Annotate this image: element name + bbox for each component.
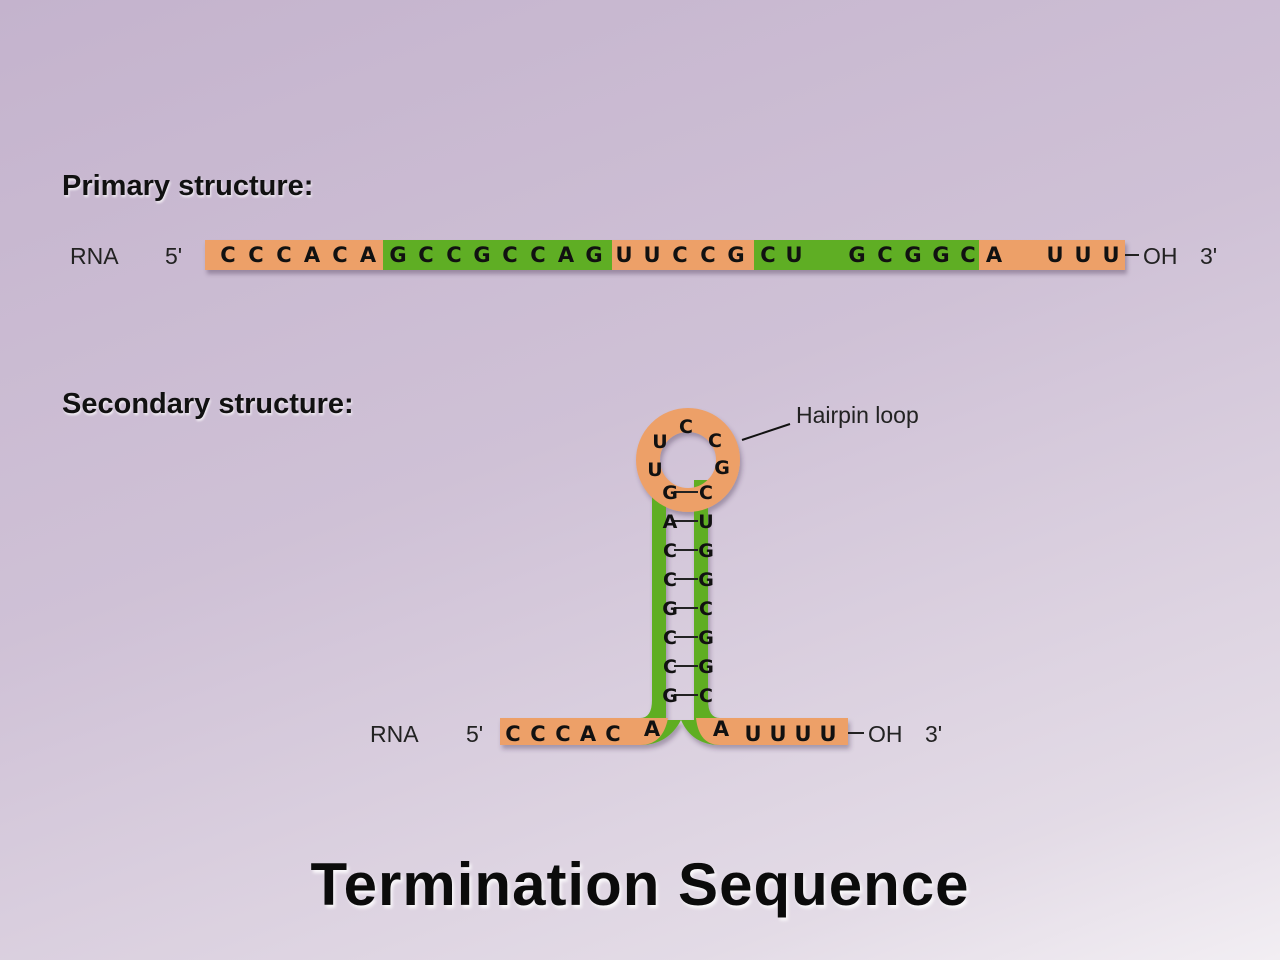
stem-left-bases: G A C C G C C G bbox=[662, 482, 678, 707]
primary-rna-label: RNA bbox=[70, 243, 119, 269]
stem-base: C bbox=[663, 656, 677, 678]
primary-base: G bbox=[848, 243, 866, 267]
primary-base: C bbox=[446, 243, 462, 267]
right-junction bbox=[696, 718, 720, 745]
left-tail-band bbox=[500, 718, 640, 745]
stem-base: G bbox=[698, 540, 714, 562]
tail-base: A bbox=[580, 722, 597, 746]
primary-five-prime-label: 5' bbox=[165, 243, 183, 269]
primary-base: C bbox=[332, 243, 348, 267]
base-pair-bonds bbox=[674, 491, 698, 696]
tail-base: A bbox=[644, 717, 661, 741]
loop-base: U bbox=[647, 459, 662, 481]
primary-base: U bbox=[1102, 243, 1120, 267]
primary-three-prime-label: 3' bbox=[1200, 243, 1218, 269]
primary-base: G bbox=[473, 243, 491, 267]
primary-base: U bbox=[1046, 243, 1064, 267]
primary-base: C bbox=[502, 243, 518, 267]
primary-base: A bbox=[359, 243, 377, 267]
primary-oh-label: OH bbox=[1143, 243, 1178, 269]
primary-rna-strand: C C C A C A G C C G C C A G U U C C G C … bbox=[205, 240, 1125, 270]
stem-base: G bbox=[662, 598, 678, 620]
secondary-three-prime-label: 3' bbox=[925, 721, 943, 747]
loop-bases: U U C C G bbox=[647, 416, 730, 481]
tail-base: C bbox=[530, 722, 545, 746]
tail-base: U bbox=[819, 722, 836, 746]
left-tail-bases: C C C A C A bbox=[505, 717, 661, 746]
primary-segment-orange bbox=[979, 240, 1125, 270]
primary-base: C bbox=[220, 243, 236, 267]
primary-three-prime-bond bbox=[1125, 254, 1139, 256]
primary-segment-green bbox=[383, 240, 612, 270]
loop-base: G bbox=[714, 457, 730, 479]
tail-base: U bbox=[744, 722, 761, 746]
primary-base: G bbox=[904, 243, 922, 267]
primary-base: A bbox=[557, 243, 575, 267]
primary-base: C bbox=[276, 243, 292, 267]
left-junction bbox=[640, 718, 668, 745]
secondary-rna-label: RNA bbox=[370, 721, 419, 747]
figure-title: Termination Sequence bbox=[310, 851, 970, 918]
primary-base: G bbox=[727, 243, 745, 267]
primary-segment-green bbox=[754, 240, 979, 270]
primary-base: U bbox=[643, 243, 661, 267]
stem-base: G bbox=[698, 627, 714, 649]
primary-base: A bbox=[985, 243, 1003, 267]
stem-base: C bbox=[699, 482, 713, 504]
tail-base: C bbox=[555, 722, 570, 746]
primary-base: A bbox=[303, 243, 321, 267]
primary-base: C bbox=[530, 243, 546, 267]
primary-base: G bbox=[932, 243, 950, 267]
tail-base: U bbox=[769, 722, 786, 746]
stem-base: C bbox=[699, 598, 713, 620]
stem-base: A bbox=[663, 511, 678, 533]
primary-base: U bbox=[615, 243, 633, 267]
primary-base: U bbox=[785, 243, 803, 267]
stem-base: G bbox=[662, 685, 678, 707]
stem-base: U bbox=[698, 511, 713, 533]
stem-base: C bbox=[699, 685, 713, 707]
primary-base: G bbox=[585, 243, 603, 267]
secondary-structure-heading: Secondary structure: bbox=[62, 388, 354, 420]
loop-base: C bbox=[708, 430, 722, 452]
hairpin-loop-label: Hairpin loop bbox=[796, 402, 919, 428]
stem-base: G bbox=[698, 569, 714, 591]
tail-base: A bbox=[713, 717, 730, 741]
hairpin-leader-line bbox=[741, 423, 791, 441]
stem-base: G bbox=[662, 482, 678, 504]
secondary-oh-label: OH bbox=[868, 721, 903, 747]
tail-base: C bbox=[505, 722, 520, 746]
primary-base: U bbox=[1074, 243, 1092, 267]
right-tail-bases: A U U U U bbox=[713, 717, 837, 746]
secondary-five-prime-label: 5' bbox=[466, 721, 484, 747]
stem-base: C bbox=[663, 540, 677, 562]
loop-base: U bbox=[652, 431, 667, 453]
primary-segment-orange bbox=[205, 240, 383, 270]
stem-right-bases: C U G G C G G C bbox=[698, 482, 714, 707]
stem-base: C bbox=[663, 569, 677, 591]
tail-base: C bbox=[605, 722, 620, 746]
hairpin-backbone bbox=[500, 408, 848, 745]
primary-base: C bbox=[960, 243, 976, 267]
hairpin-stem-band bbox=[640, 480, 720, 745]
tail-base: U bbox=[794, 722, 811, 746]
hairpin-loop-ring bbox=[636, 408, 740, 512]
primary-base: G bbox=[389, 243, 407, 267]
primary-base: C bbox=[760, 243, 776, 267]
loop-base: C bbox=[679, 416, 693, 438]
stem-base: C bbox=[663, 627, 677, 649]
stem-base: G bbox=[698, 656, 714, 678]
primary-structure-heading: Primary structure: bbox=[62, 170, 314, 202]
primary-segment-orange bbox=[612, 240, 754, 270]
primary-base: C bbox=[700, 243, 716, 267]
primary-base: C bbox=[672, 243, 688, 267]
primary-base: C bbox=[877, 243, 893, 267]
primary-base: C bbox=[418, 243, 434, 267]
right-tail-band bbox=[720, 718, 848, 745]
primary-base: C bbox=[248, 243, 264, 267]
